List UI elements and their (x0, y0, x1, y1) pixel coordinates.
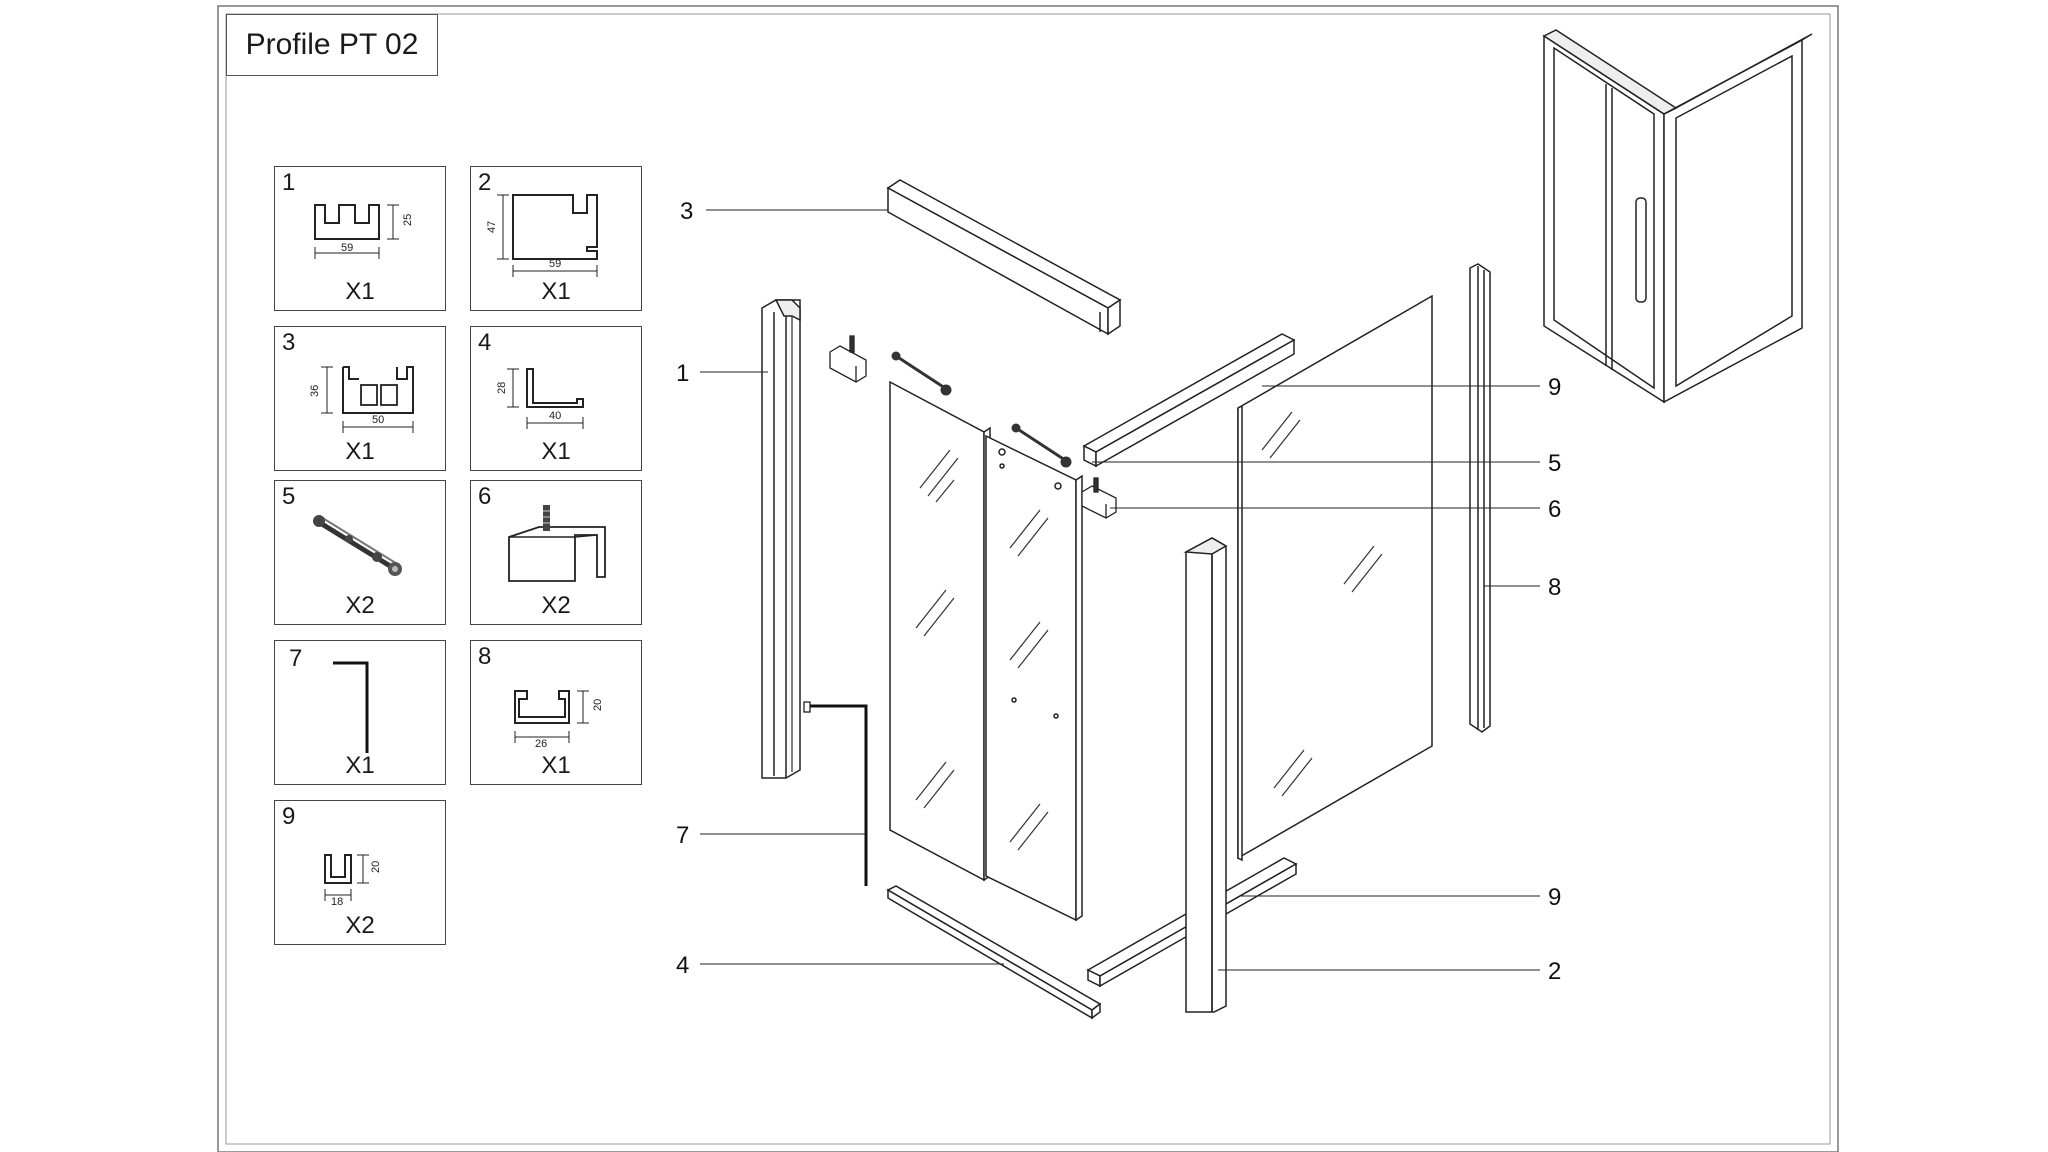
top-bracket-part (829, 335, 867, 383)
callout-label: 1 (676, 360, 689, 387)
callout-label: 5 (1548, 450, 1561, 477)
callout-leaders (700, 209, 1540, 971)
callout-label: 4 (676, 952, 689, 979)
profile-4-drawing: 40 28 (496, 368, 584, 429)
part-card-3: 3 50 36 X1 (274, 326, 446, 471)
part-number: 7 (289, 645, 303, 672)
part-card-1: 1 59 25 X1 (274, 166, 446, 311)
width-dimension: 18 (331, 896, 343, 908)
left-wall-profile-part (761, 299, 801, 779)
side-bracket-part (1081, 477, 1117, 519)
width-dimension: 59 (341, 242, 353, 254)
part-card-8: 8 26 20 X1 (470, 640, 642, 785)
side-top-rail-part (1082, 333, 1296, 468)
part-card-7: 7 X1 (274, 640, 446, 785)
assembled-enclosure-thumbnail (1542, 29, 1813, 404)
callout-label: 7 (676, 822, 689, 849)
callout-label: 9 (1548, 374, 1561, 401)
sliding-glass-panel (889, 380, 991, 882)
side-wall-profile-part (1469, 263, 1491, 733)
profile-2-drawing: 59 47 (486, 194, 598, 277)
callout-label: 9 (1548, 884, 1561, 911)
roller-assembly-drawing (313, 515, 402, 576)
seal-strip-part (803, 701, 868, 886)
part-number: 3 (282, 329, 296, 356)
height-dimension: 28 (496, 382, 508, 394)
part-number: 4 (478, 329, 492, 356)
width-dimension: 50 (372, 414, 384, 426)
part-card-5: 5 X2 (274, 480, 446, 625)
part-number: 8 (478, 643, 492, 670)
height-dimension: 20 (592, 699, 604, 711)
fixed-front-glass-panel (985, 434, 1083, 922)
height-dimension: 47 (486, 221, 498, 233)
title-box: Profile PT 02 (226, 14, 438, 76)
part-quantity: X2 (345, 592, 375, 619)
seal-strip-drawing (333, 661, 369, 753)
profile-9-drawing: 18 20 (324, 854, 382, 908)
bottom-rail-part (886, 885, 1102, 1020)
part-number: 9 (282, 803, 296, 830)
callout-label: 8 (1548, 574, 1561, 601)
profile-3-drawing: 50 36 (309, 366, 414, 433)
height-dimension: 36 (309, 385, 321, 397)
part-number: 6 (478, 483, 492, 510)
top-rail-part (886, 179, 1122, 336)
bracket-drawing (508, 505, 606, 582)
part-number: 2 (478, 169, 492, 196)
part-quantity: X1 (541, 438, 571, 465)
part-card-2: 2 59 47 X1 (470, 166, 642, 311)
part-card-6: 6 X2 (470, 480, 642, 625)
part-quantity: X1 (345, 278, 375, 305)
callout-label: 2 (1548, 958, 1561, 985)
part-card-4: 4 40 28 X1 (470, 326, 642, 471)
height-dimension: 25 (402, 214, 414, 226)
page-title: Profile PT 02 (245, 28, 419, 61)
profile-8-drawing: 26 20 (514, 690, 604, 750)
callout-label: 3 (680, 198, 693, 225)
part-quantity: X1 (345, 752, 375, 779)
part-card-9: 9 18 20 X2 (274, 800, 446, 945)
profile-1-drawing: 59 25 (314, 204, 414, 259)
roller-part (891, 351, 952, 396)
part-quantity: X2 (345, 912, 375, 939)
side-glass-panel (1237, 294, 1433, 862)
callout-label: 6 (1548, 496, 1561, 523)
width-dimension: 40 (549, 410, 561, 422)
width-dimension: 59 (549, 258, 561, 270)
corner-post-part (1183, 537, 1228, 1013)
height-dimension: 20 (370, 861, 382, 873)
roller-part (1011, 423, 1072, 468)
part-number: 1 (282, 169, 296, 196)
width-dimension: 26 (535, 738, 547, 750)
part-quantity: X1 (541, 278, 571, 305)
part-quantity: X1 (541, 752, 571, 779)
part-quantity: X1 (345, 438, 375, 465)
part-number: 5 (282, 483, 296, 510)
part-quantity: X2 (541, 592, 571, 619)
